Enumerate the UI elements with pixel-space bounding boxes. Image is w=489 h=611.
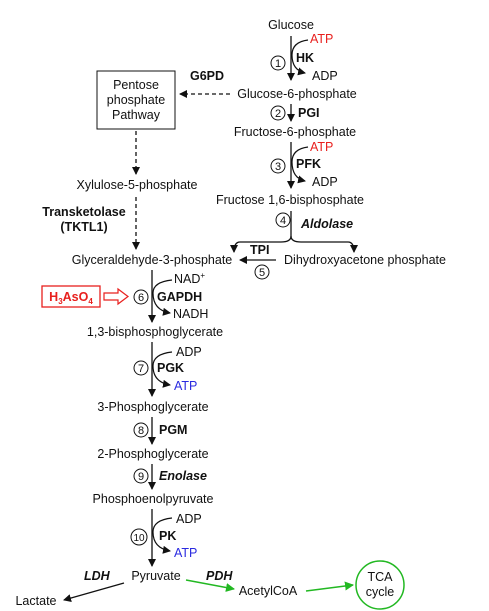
step1-atp-label: ATP bbox=[310, 32, 333, 46]
arsenate-box bbox=[41, 285, 101, 308]
step10-atp-curve bbox=[152, 531, 171, 554]
step9-number: 9 bbox=[138, 471, 144, 483]
step7-atp-label: ATP bbox=[174, 379, 197, 393]
enzyme-gapdh: GAPDH bbox=[157, 290, 202, 304]
step3-atp-label: ATP bbox=[310, 140, 333, 154]
arsenate-arrow bbox=[103, 287, 129, 306]
metabolite-glucose-6-phosphate: Glucose-6-phosphate bbox=[237, 87, 357, 101]
step1-number: 1 bbox=[275, 58, 281, 70]
enzyme-tpi: TPI bbox=[250, 243, 269, 257]
metabolite-xylulose-5-phosphate: Xylulose-5-phosphate bbox=[77, 178, 198, 192]
arsenate-sub4: 4 bbox=[88, 297, 93, 306]
ppp-label-line3: Pathway bbox=[112, 108, 161, 122]
pentose-phosphate-box bbox=[96, 70, 176, 130]
metabolite-3-phosphoglycerate: 3-Phosphoglycerate bbox=[97, 400, 208, 414]
step6-nad-label: NAD+ bbox=[174, 271, 205, 286]
pdh-arrow bbox=[185, 579, 235, 592]
step1-adp-curve bbox=[291, 54, 306, 76]
step6-nadh-label: NADH bbox=[173, 307, 208, 321]
enzyme-aldolase: Aldolase bbox=[300, 217, 353, 231]
enzyme-enolase: Enolase bbox=[159, 469, 207, 483]
step7-circle bbox=[133, 360, 149, 376]
step1-circle bbox=[270, 55, 286, 71]
metabolite-glucose: Glucose bbox=[268, 18, 314, 32]
nad-text: NAD bbox=[174, 272, 200, 286]
tca-cycle-circle bbox=[355, 560, 405, 610]
tca-label-line1: TCA bbox=[368, 570, 394, 584]
metabolite-1-3-bisphosphoglycerate: 1,3-bisphosphoglycerate bbox=[87, 325, 223, 339]
metabolite-dihydroxyacetone-phosphate: Dihydroxyacetone phosphate bbox=[284, 253, 446, 267]
step3-adp-curve bbox=[291, 161, 306, 184]
enzyme-pgm: PGM bbox=[159, 423, 187, 437]
step2-number: 2 bbox=[275, 108, 281, 120]
arsenate-h: H bbox=[49, 290, 58, 304]
step4-circle bbox=[275, 212, 291, 228]
step7-atp-curve bbox=[152, 365, 171, 388]
step1-atp-curve bbox=[291, 39, 309, 56]
step10-adp-curve bbox=[152, 517, 173, 533]
step6-number: 6 bbox=[138, 292, 144, 304]
metabolite-fructose-6-phosphate: Fructose-6-phosphate bbox=[234, 125, 356, 139]
ppp-label-line2: phosphate bbox=[107, 93, 165, 107]
step2-circle bbox=[270, 105, 286, 121]
step3-adp-label: ADP bbox=[312, 175, 338, 189]
enzyme-pdh: PDH bbox=[206, 569, 233, 583]
step10-adp-label: ADP bbox=[176, 512, 202, 526]
ppp-label-line1: Pentose bbox=[113, 78, 159, 92]
step7-adp-label: ADP bbox=[176, 345, 202, 359]
enzyme-pgi: PGI bbox=[298, 106, 320, 120]
metabolite-glyceraldehyde-3-phosphate: Glyceraldehyde-3-phosphate bbox=[72, 253, 233, 267]
step6-nadh-curve bbox=[152, 292, 171, 316]
enzyme-g6pd: G6PD bbox=[190, 69, 224, 83]
step10-circle bbox=[130, 528, 148, 546]
arsenate-sub3: 3 bbox=[58, 297, 63, 306]
step3-atp-curve bbox=[291, 146, 309, 163]
metabolite-pyruvate: Pyruvate bbox=[131, 569, 180, 583]
step7-adp-curve bbox=[152, 351, 173, 367]
metabolite-fructose-bisphosphate: Fructose 1,6-bisphosphate bbox=[216, 193, 364, 207]
step4-number: 4 bbox=[280, 215, 286, 227]
arsenate-formula: H3AsO4 bbox=[49, 290, 93, 306]
step5-circle bbox=[254, 264, 270, 280]
metabolite-acetylcoa: AcetylCoA bbox=[239, 584, 298, 598]
enzyme-pgk: PGK bbox=[157, 361, 184, 375]
enzyme-hk: HK bbox=[296, 51, 314, 65]
metabolite-2-phosphoglycerate: 2-Phosphoglycerate bbox=[97, 447, 208, 461]
enzyme-ldh: LDH bbox=[84, 569, 111, 583]
nad-superscript: + bbox=[200, 271, 205, 280]
step10-number: 10 bbox=[133, 533, 145, 544]
ldh-arrow bbox=[63, 582, 125, 602]
step4-right-branch bbox=[290, 235, 358, 253]
step10-atp-label: ATP bbox=[174, 546, 197, 560]
step6-nad-curve bbox=[152, 279, 173, 294]
enzyme-pk: PK bbox=[159, 529, 176, 543]
acetylcoa-to-tca-arrow bbox=[305, 581, 354, 592]
enzyme-pfk: PFK bbox=[296, 157, 321, 171]
enzyme-transketolase: Transketolase bbox=[42, 205, 125, 219]
tca-label-line2: cycle bbox=[366, 585, 395, 599]
step7-number: 7 bbox=[138, 363, 144, 375]
step3-number: 3 bbox=[275, 161, 281, 173]
step4-left-branch bbox=[230, 235, 292, 253]
step8-circle bbox=[133, 422, 149, 438]
enzyme-tktl1: (TKTL1) bbox=[60, 220, 107, 234]
arsenate-aso: AsO bbox=[63, 290, 89, 304]
step3-circle bbox=[270, 158, 286, 174]
metabolite-phosphoenolpyruvate: Phosphoenolpyruvate bbox=[93, 492, 214, 506]
step6-circle bbox=[133, 289, 149, 305]
step8-number: 8 bbox=[138, 425, 144, 437]
metabolite-lactate: Lactate bbox=[15, 594, 56, 608]
step5-number: 5 bbox=[259, 267, 265, 279]
step9-circle bbox=[133, 468, 149, 484]
step1-adp-label: ADP bbox=[312, 69, 338, 83]
